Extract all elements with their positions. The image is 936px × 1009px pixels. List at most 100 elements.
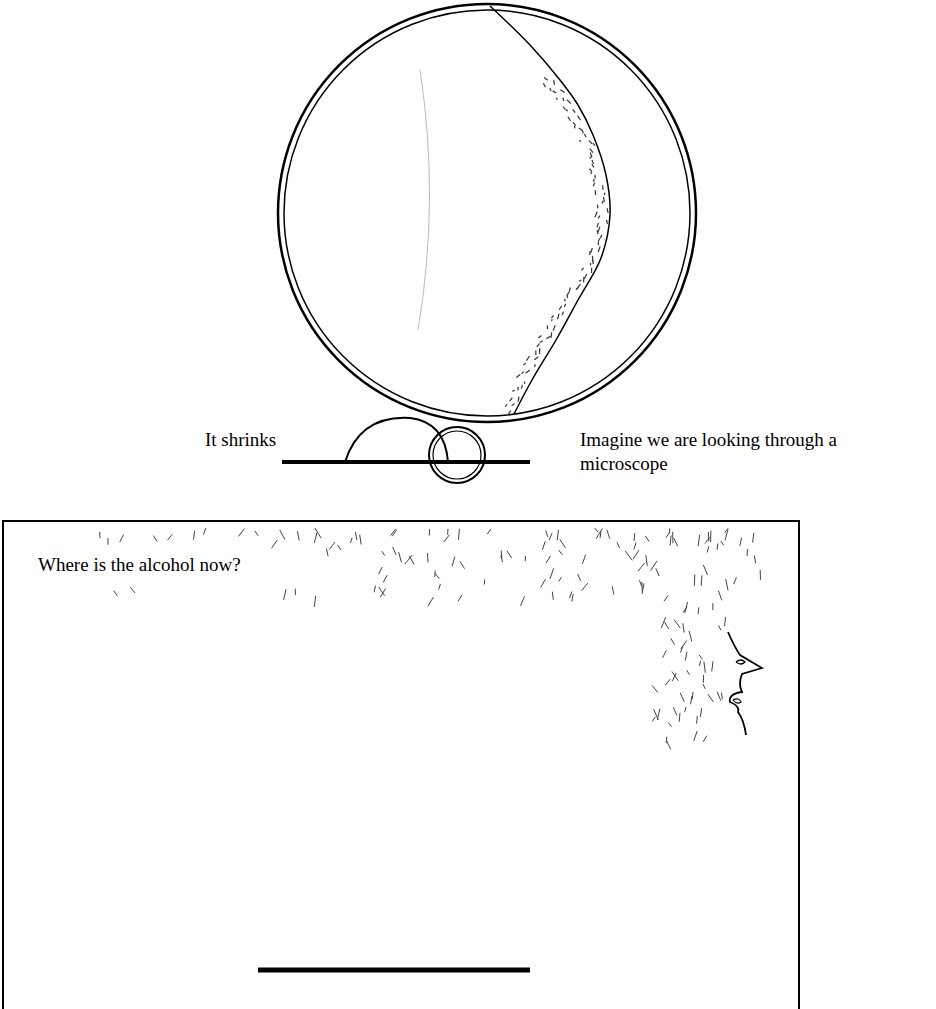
face-eye <box>736 660 745 664</box>
molecule-dash <box>550 568 554 579</box>
molecule-dash <box>671 638 675 644</box>
molecule-dash <box>539 348 540 354</box>
molecule-dash <box>434 571 435 577</box>
molecule-dash <box>694 574 695 585</box>
molecule-dash <box>326 548 328 556</box>
molecule-dash <box>598 242 599 245</box>
molecule-dash <box>428 597 434 606</box>
molecule-dash <box>597 205 599 209</box>
molecule-dash <box>523 363 525 365</box>
molecule-dash <box>681 641 687 650</box>
molecule-dash <box>590 169 592 172</box>
molecule-dash <box>560 539 566 547</box>
molecule-dash <box>382 551 385 555</box>
molecule-dashes <box>505 78 608 414</box>
molecule-dash <box>153 536 157 542</box>
molecule-dash <box>374 586 375 593</box>
molecule-dash <box>542 541 545 550</box>
molecule-dash <box>665 679 670 685</box>
molecule-dash <box>521 385 522 389</box>
molecule-dash <box>525 556 526 561</box>
molecule-dash <box>633 533 635 541</box>
molecule-dash <box>577 284 581 289</box>
molecule-dash <box>683 607 687 613</box>
molecule-dash <box>590 172 591 174</box>
molecule-dash <box>673 707 677 715</box>
molecule-dash <box>663 650 667 657</box>
molecule-dash <box>546 336 550 338</box>
molecule-dash <box>578 574 581 581</box>
molecule-dash <box>574 126 576 128</box>
molecule-dash <box>526 356 529 361</box>
molecule-dash <box>699 661 700 666</box>
molecule-dash <box>685 707 686 712</box>
scene-box: Where is the alcohol now? <box>2 520 800 1009</box>
molecule-dash <box>734 577 737 584</box>
molecule-dash <box>541 579 546 587</box>
molecule-dash <box>689 631 692 642</box>
molecule-dash <box>698 535 700 546</box>
molecule-dash <box>427 553 428 563</box>
molecule-dash <box>559 550 563 555</box>
molecule-dash <box>582 130 584 133</box>
molecule-dash <box>717 543 719 549</box>
molecule-dash <box>633 550 639 559</box>
molecule-dash <box>557 530 558 540</box>
molecule-dash <box>567 292 569 296</box>
molecule-dash <box>703 736 707 742</box>
molecule-dash <box>393 547 396 555</box>
molecule-dash <box>284 589 287 600</box>
molecule-dash <box>525 370 529 373</box>
molecule-dash <box>435 573 440 579</box>
molecule-dash <box>726 579 728 590</box>
molecule-dash <box>553 325 555 330</box>
molecule-dash <box>598 246 600 252</box>
molecule-dash <box>646 555 647 566</box>
molecule-dash <box>685 652 687 661</box>
molecule-dash <box>329 542 335 550</box>
molecule-dash <box>550 88 551 91</box>
droplet-edge <box>490 6 610 414</box>
molecule-dash <box>625 551 632 561</box>
molecule-dash <box>589 141 592 144</box>
surface-line <box>258 968 530 973</box>
molecule-dash <box>380 588 385 597</box>
molecule-dash <box>593 143 595 146</box>
molecule-dash <box>584 134 586 137</box>
molecule-dash <box>668 723 671 727</box>
molecule-dash <box>595 528 598 532</box>
faint-edge <box>418 70 430 330</box>
evaporation-scene <box>258 632 762 970</box>
molecule-dash <box>581 268 583 270</box>
molecule-dash <box>297 531 299 540</box>
molecule-dash <box>703 684 705 689</box>
molecule-dash <box>510 398 513 401</box>
molecule-dash <box>566 109 568 111</box>
molecule-dash <box>295 589 296 595</box>
molecule-dash <box>699 655 703 660</box>
molecule-dash <box>590 157 591 159</box>
molecule-dash <box>487 529 491 534</box>
molecule-dash <box>568 117 571 121</box>
molecule-dash <box>120 535 124 542</box>
molecule-dash <box>534 357 538 360</box>
molecule-dash <box>379 567 383 574</box>
molecule-dash <box>553 91 557 93</box>
molecule-dash <box>114 590 118 596</box>
molecule-dash <box>595 212 597 218</box>
molecule-dash <box>703 565 707 575</box>
molecule-dash <box>760 570 761 580</box>
molecule-dash <box>694 731 697 741</box>
molecule-dash <box>517 387 518 390</box>
molecule-dash <box>552 592 553 600</box>
molecule-dash <box>754 555 755 563</box>
molecule-dash <box>255 531 258 536</box>
question-text: Where is the alcohol now? <box>36 554 243 577</box>
molecule-dash <box>572 594 573 602</box>
molecule-dash <box>547 325 548 329</box>
molecule-dash <box>524 381 525 383</box>
molecule-dash <box>564 299 565 302</box>
molecule-dash <box>708 532 709 541</box>
molecule-dash <box>703 675 704 683</box>
molecule-dash <box>314 532 317 542</box>
